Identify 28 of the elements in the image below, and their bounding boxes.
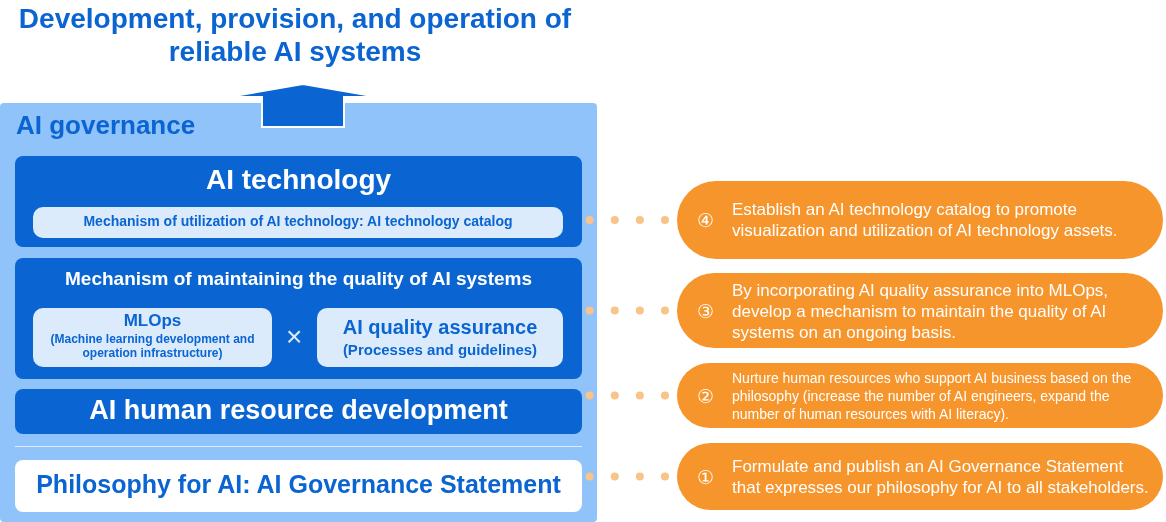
component-box — [317, 308, 563, 367]
box-heading: Mechanism of maintaining the quality of AI systems — [64, 268, 533, 290]
step-number: ③ — [697, 299, 714, 322]
layer-box — [15, 156, 582, 247]
component-box — [33, 207, 563, 238]
box-heading: Philosophy for AI: AI Governance Statement — [35, 470, 562, 498]
step-number: ④ — [697, 208, 714, 232]
box-heading: Mechanism of utilization of AI technology: AI technology catalog — [82, 213, 514, 230]
multiply-sign: × — [286, 321, 303, 353]
box-subtext: (Processes and guidelines) — [341, 341, 539, 359]
box-heading: AI human resource development — [88, 395, 509, 425]
box-heading: MLOps — [122, 311, 183, 331]
layer-box — [15, 258, 582, 379]
box-subtext: (Machine learning development and operation infrastructure) — [49, 332, 256, 360]
title: Development, provision, and operation of reliable AI systems — [17, 2, 573, 68]
step-number: ② — [697, 384, 714, 407]
box-heading: AI quality assurance — [341, 316, 539, 339]
initiative-text: Establish an AI technology catalog to promote visualization and utilization of AI technology assets. — [732, 199, 1119, 241]
initiative-text: By incorporating AI quality assurance into MLOps, develop a mechanism to maintain the quality of AI systems on an ongoing basis. — [732, 279, 1110, 342]
component-box — [33, 308, 272, 367]
initiative-text: Nurture human resources who support AI business based on the philosophy (increase the number of AI engineers, expand the number of human resources with AI literacy). — [732, 368, 1133, 423]
foundation-box — [15, 460, 582, 512]
box-heading: AI governance — [16, 111, 196, 140]
layer-box — [15, 389, 582, 434]
box-heading: AI technology — [204, 164, 393, 195]
step-number: ① — [697, 465, 714, 488]
governance-panel — [0, 103, 597, 522]
initiative-text: Formulate and publish an AI Governance Statement that expresses our philosophy for AI to all stakeholders. — [732, 455, 1149, 498]
